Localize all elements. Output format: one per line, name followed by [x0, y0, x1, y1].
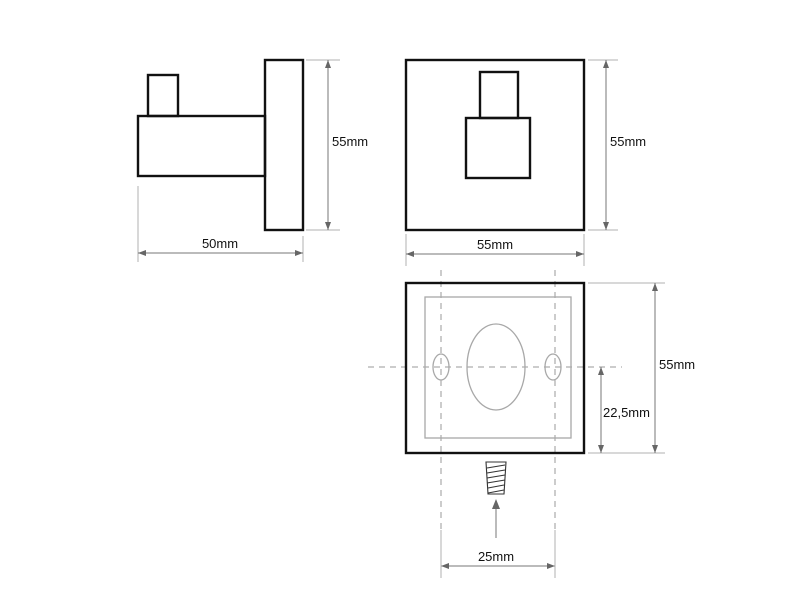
- back-height-label: 55mm: [659, 357, 695, 372]
- front-width-label: 55mm: [477, 237, 513, 252]
- screw-pointer-arrow: [492, 499, 500, 538]
- center-oval-hole: [466, 323, 526, 411]
- side-height-dimension: 55mm: [306, 59, 368, 231]
- side-width-dimension: 50mm: [137, 186, 304, 262]
- front-hook-body: [464, 116, 532, 180]
- front-width-dimension: 55mm: [405, 234, 585, 266]
- side-width-label: 50mm: [202, 236, 238, 251]
- side-view: 50mm 55mm: [136, 58, 368, 262]
- side-hook-arm: [136, 114, 267, 178]
- front-plate: [404, 58, 586, 232]
- back-height-dimension: 55mm: [588, 282, 695, 454]
- side-hook-tip: [146, 73, 180, 118]
- mounting-bracket-outline: [424, 296, 572, 439]
- hole-height-label: 22,5mm: [603, 405, 650, 420]
- back-plate: [404, 281, 586, 455]
- screw-icon: [485, 461, 507, 495]
- front-height-label: 55mm: [610, 134, 646, 149]
- right-screw-slot: [544, 353, 562, 381]
- front-view: 55mm 55mm: [404, 58, 646, 266]
- side-wall-plate: [263, 58, 305, 232]
- back-view: 55mm 22,5mm 25mm: [368, 270, 695, 578]
- front-hook-tip: [478, 70, 520, 120]
- hole-spacing-dimension: 25mm: [440, 530, 556, 578]
- hole-height-dimension: 22,5mm: [598, 367, 650, 453]
- hole-spacing-label: 25mm: [478, 549, 514, 564]
- left-screw-slot: [432, 353, 450, 381]
- side-height-label: 55mm: [332, 134, 368, 149]
- front-height-dimension: 55mm: [588, 59, 646, 231]
